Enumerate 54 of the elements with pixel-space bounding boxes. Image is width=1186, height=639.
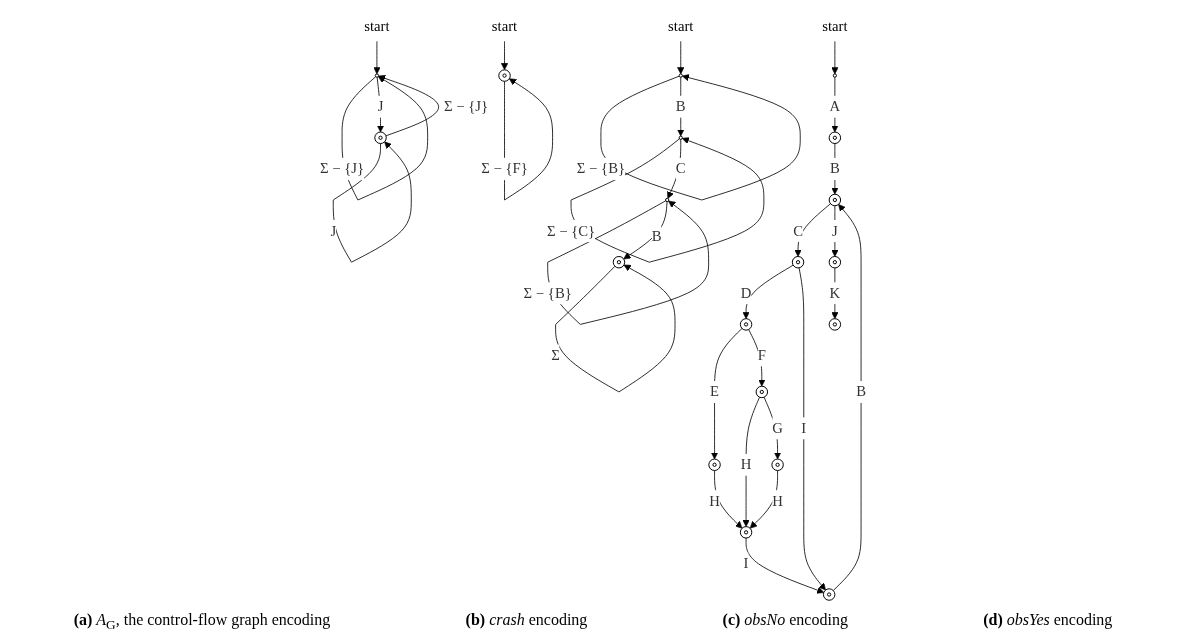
edge-label: Σ (551, 346, 560, 364)
edge-label: Σ − {C} (546, 222, 596, 239)
edge-label: Σ − {J} (320, 160, 365, 177)
node-circle (678, 135, 683, 140)
node-doublecircle (791, 256, 805, 269)
edge-label: Σ − {J} (444, 98, 489, 115)
node-doublecircle (374, 131, 387, 144)
node-doublecircle (828, 131, 842, 144)
node-doublecircle (822, 588, 836, 601)
edge-label: J (832, 222, 838, 239)
node-doublecircle (739, 526, 753, 539)
node-doublecircle (498, 69, 511, 82)
edge-label: I (801, 419, 807, 437)
node-doublecircle (739, 318, 753, 331)
edge-label: C (675, 160, 686, 177)
edge-label: J (377, 98, 384, 115)
edge-label: B (856, 383, 866, 400)
edge-label: J (330, 222, 337, 239)
edge-label: Σ − {B} (576, 160, 626, 177)
node-circle (678, 73, 683, 78)
node-text: start (668, 18, 694, 35)
edge-label: I (743, 554, 749, 572)
edge-label: A (829, 98, 841, 115)
subfigure-caption: (d) obsYes encoding (983, 610, 1113, 631)
node-text: start (364, 18, 390, 35)
node-text: start (822, 18, 848, 35)
edge-label: G (772, 419, 783, 437)
edge-label: E (710, 383, 720, 400)
edge-label: F (757, 346, 766, 364)
subfigure-caption: (b) crash encoding (465, 610, 588, 631)
edge-label: B (829, 160, 840, 177)
node-doublecircle (708, 458, 721, 471)
edge-label: H (772, 492, 783, 509)
node-doublecircle (828, 318, 842, 331)
node-text: start (491, 18, 518, 35)
edge-label: Σ − {B} (523, 284, 572, 302)
subfigure-caption: (a) A$_{G}$, the control-flow graph encoding (73, 610, 331, 633)
edge-label: B (651, 228, 662, 245)
node-circle (374, 73, 380, 78)
node-doublecircle (755, 385, 769, 399)
edge-label: D (740, 284, 752, 302)
subfigure-caption: (c) obsNo encoding (722, 610, 848, 631)
node-doublecircle (828, 256, 842, 269)
edge-label: H (709, 492, 720, 509)
edge-label: Σ − {F} (481, 160, 528, 177)
node-doublecircle (828, 193, 842, 207)
node-circle (832, 73, 837, 78)
node-doublecircle (771, 458, 784, 471)
edge-label: C (793, 222, 803, 239)
node-doublecircle (612, 256, 626, 269)
edge-label: B (675, 98, 686, 115)
edge-label: H (740, 456, 752, 473)
edge-label: K (829, 284, 841, 302)
node-circle (665, 197, 670, 203)
